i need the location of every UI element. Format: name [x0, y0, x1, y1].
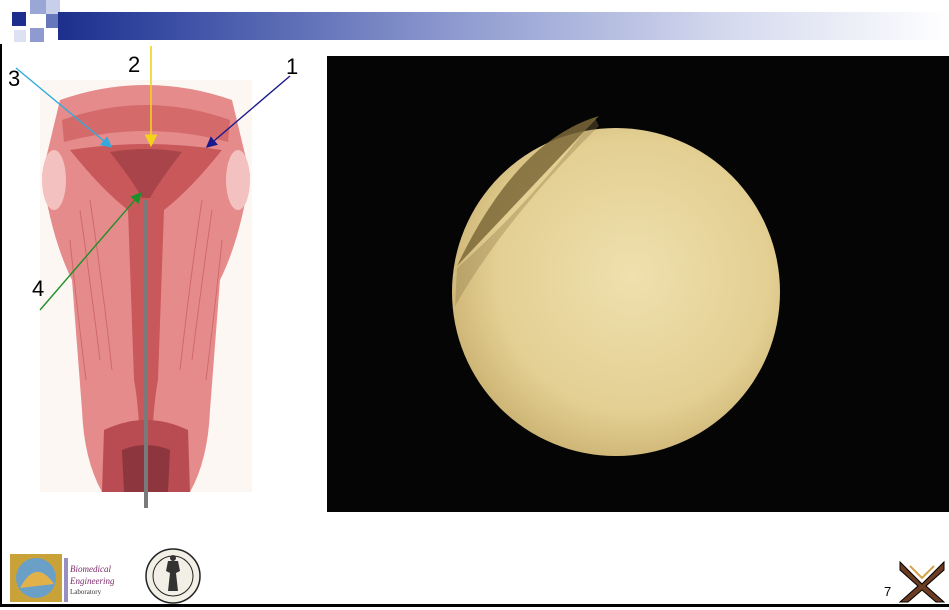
left-border — [0, 44, 2, 607]
university-seal-icon — [144, 547, 202, 605]
label-2: 2 — [128, 54, 140, 76]
slide-header — [0, 0, 949, 44]
page-number: 7 — [884, 584, 891, 599]
svg-text:Laboratory: Laboratory — [70, 588, 102, 596]
hysteroscope-shaft — [144, 492, 148, 508]
label-1: 1 — [286, 56, 298, 78]
header-squares-icon — [0, 0, 60, 44]
lab-logo-icon: Biomedical Engineering Laboratory — [6, 548, 142, 604]
uterus-illustration — [40, 80, 252, 492]
svg-text:Biomedical: Biomedical — [70, 564, 111, 574]
label-3: 3 — [8, 68, 20, 90]
label-4: 4 — [32, 278, 44, 300]
hysteroscopy-photo — [327, 56, 949, 512]
header-gradient-bar — [58, 12, 949, 40]
corner-logo-icon — [896, 560, 948, 604]
svg-text:Engineering: Engineering — [69, 576, 115, 586]
